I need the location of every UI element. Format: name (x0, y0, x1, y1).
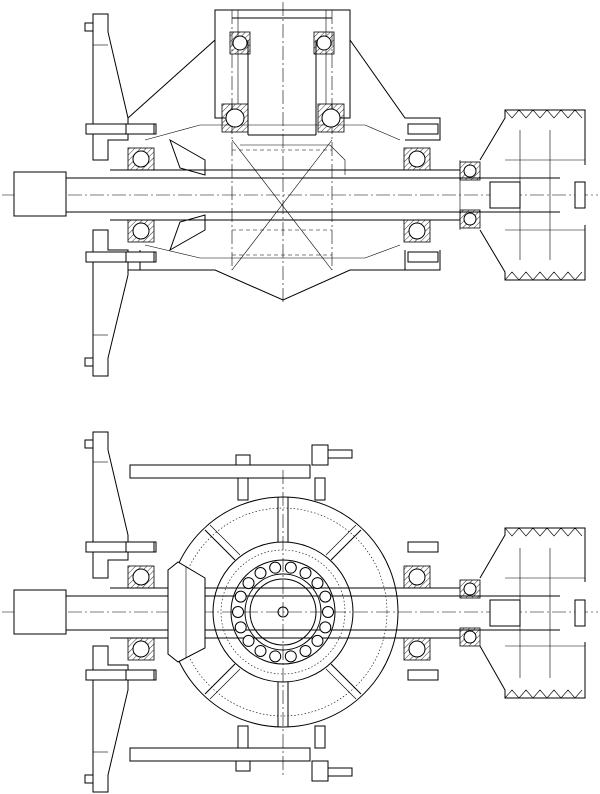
bottom-pulley (479, 527, 586, 699)
bottom-section-view (2, 431, 598, 793)
bottom-bolts (85, 541, 439, 681)
top-pulley (479, 109, 586, 281)
top-mesh-lines (231, 139, 333, 271)
bearing-rollers (232, 561, 334, 663)
bearing-roller (234, 590, 247, 603)
bearing-roller (319, 621, 332, 634)
bearing-roller (311, 577, 324, 590)
bearing-roller (322, 606, 334, 618)
bearing-roller (284, 650, 297, 663)
bearing-roller (232, 606, 244, 618)
bearing-roller (269, 561, 282, 574)
bearing-roller (234, 621, 247, 634)
bearing-roller (269, 650, 282, 663)
top-bolts (85, 123, 439, 263)
bearing-roller (242, 634, 255, 647)
bearing-roller (254, 644, 267, 657)
bearing-roller (299, 644, 312, 657)
top-pinion-bearings (221, 31, 345, 133)
bearing-roller (242, 577, 255, 590)
bearing-roller (284, 561, 297, 574)
bottom-gear-housing (167, 496, 399, 728)
top-bevel-gear (169, 138, 346, 252)
bearing-roller (311, 634, 324, 647)
top-housing (127, 9, 441, 301)
bottom-roller-bearing (230, 559, 336, 665)
bearing-roller (319, 590, 332, 603)
top-section-view (2, 2, 598, 377)
bottom-shaft-bearings (127, 565, 481, 661)
bottom-left-flange (84, 431, 129, 793)
bottom-bevel-pinion (167, 561, 206, 663)
top-left-flange (84, 13, 129, 377)
bearing-roller (254, 567, 267, 580)
bottom-mounting-arms (129, 444, 353, 782)
bearing-roller (299, 567, 312, 580)
top-shaft-bearings (127, 147, 481, 243)
